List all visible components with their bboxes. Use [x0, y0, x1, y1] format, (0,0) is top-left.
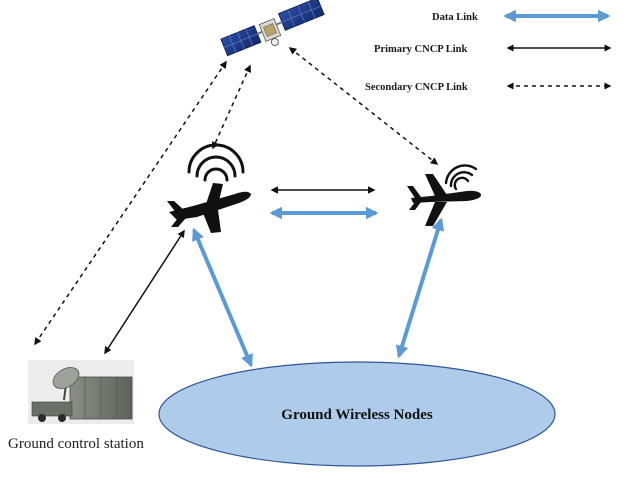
ground-station-icon — [28, 360, 134, 424]
ground-nodes-ellipse — [158, 361, 556, 467]
wireless-signal-icon — [187, 143, 245, 182]
ground-nodes-label: Ground Wireless Nodes — [281, 407, 433, 423]
legend-data-link-label: Data Link — [432, 12, 478, 23]
secondary-link-satellite-uav2 — [288, 47, 439, 165]
legend-primary-link-label: Primary CNCP Link — [374, 44, 467, 55]
secondary-link-satellite-gcs — [34, 60, 227, 346]
satellite-icon — [220, 0, 325, 57]
secondary-link-satellite-uav1 — [212, 64, 251, 150]
aircraft-icon — [167, 143, 251, 233]
legend: Data Link Primary CNCP Link Secondary CN… — [365, 9, 612, 93]
legend-secondary-link-label: Secondary CNCP Link — [365, 82, 468, 93]
ground-control-station-label: Ground control station — [8, 436, 144, 452]
links — [34, 47, 445, 368]
ground-wireless-nodes: Ground Wireless Nodes — [158, 361, 556, 467]
wireless-signal-icon — [444, 164, 478, 191]
data-link-uav1-ground — [192, 227, 253, 368]
aircraft-icon — [407, 164, 481, 226]
primary-link-uav1-gcs — [104, 229, 185, 355]
data-link-uav2-ground — [395, 217, 445, 359]
